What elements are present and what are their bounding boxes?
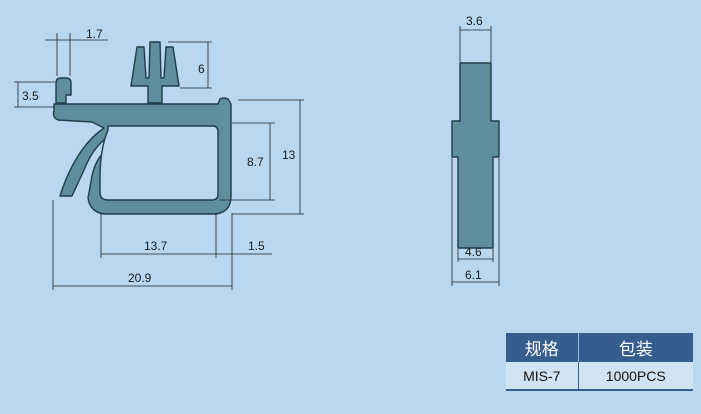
dim-tab-height: 3.5 xyxy=(22,89,39,103)
spec-table-header-row: 规格 包装 xyxy=(506,333,693,362)
packaging-cell: 1000PCS xyxy=(578,362,693,391)
side-view-profile xyxy=(52,41,232,215)
dim-lip-width: 1.5 xyxy=(248,239,265,253)
inner-hollow xyxy=(99,125,219,201)
spec-table-row: MIS-7 1000PCS xyxy=(506,362,693,391)
front-view-profile xyxy=(451,62,500,249)
dim-front-neck-width: 4.6 xyxy=(465,245,482,259)
dim-total-height: 13 xyxy=(282,148,296,162)
dim-inner-width: 13.7 xyxy=(144,239,168,253)
arrow-clip xyxy=(130,41,180,104)
top-tab xyxy=(55,77,72,104)
dim-front-base-width: 6.1 xyxy=(465,268,482,282)
front-view-dimensions: 3.6 4.6 6.1 xyxy=(451,14,500,286)
dim-top-tab-width: 1.7 xyxy=(86,27,103,41)
model-cell: MIS-7 xyxy=(506,362,579,391)
packaging-header: 包装 xyxy=(578,333,693,362)
dim-front-top-width: 3.6 xyxy=(466,14,483,28)
front-profile xyxy=(451,62,500,249)
spec-table: 规格 包装 MIS-7 1000PCS xyxy=(506,333,693,391)
dim-inner-height: 8.7 xyxy=(247,155,264,169)
dim-clip-height: 6 xyxy=(198,62,205,76)
dim-total-width: 20.9 xyxy=(128,271,152,285)
side-view-dimensions: 1.7 6 3.5 8.7 13 13.7 1.5 20.9 xyxy=(14,27,304,290)
spec-header: 规格 xyxy=(506,333,579,362)
